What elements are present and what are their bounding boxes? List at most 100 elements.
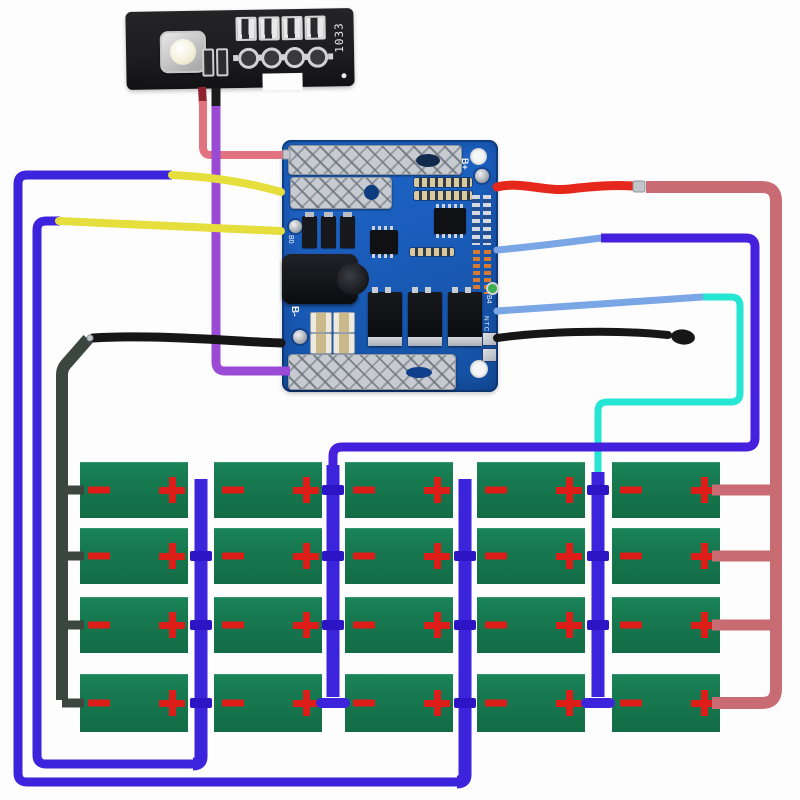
battery-cell [80, 462, 188, 518]
balance-pad-column [472, 195, 480, 245]
positive-terminal-marker [159, 477, 185, 503]
transistor [321, 212, 336, 248]
negative-terminal-marker [620, 699, 642, 707]
screw [293, 330, 307, 344]
positive-terminal-marker [293, 477, 319, 503]
battery-cell [477, 462, 585, 518]
positive-terminal-marker [293, 690, 319, 716]
resistor-footprint [281, 15, 303, 41]
capacitor [310, 333, 332, 354]
mosfet [408, 287, 442, 346]
negative-terminal-marker [485, 621, 507, 629]
battery-cell [345, 528, 453, 584]
capacitor [310, 312, 332, 333]
positive-terminal-marker [293, 612, 319, 638]
positive-terminal-marker [159, 690, 185, 716]
nickel-strip-bottom [288, 354, 456, 390]
negative-terminal-marker [353, 552, 375, 560]
capacitor [333, 333, 355, 354]
resistor [201, 48, 215, 77]
battery-cell [612, 597, 720, 653]
battery-cell [214, 674, 322, 732]
negative-terminal-marker [353, 621, 375, 629]
negative-terminal-marker [353, 699, 375, 707]
battery-cell [214, 597, 322, 653]
negative-terminal-marker [485, 699, 507, 707]
b-minus-label: B- [289, 306, 300, 317]
board-notch [262, 72, 303, 91]
b-plus-label: B+ [460, 158, 470, 170]
fiducial-dot [341, 73, 347, 79]
led-footprint [306, 46, 329, 68]
positive-terminal-marker [159, 612, 185, 638]
mosfet [368, 287, 402, 346]
battery-cell [80, 674, 188, 732]
board-silkscreen-label: 1033 [332, 22, 347, 53]
battery-cell [477, 674, 585, 732]
mounting-hole [470, 360, 488, 378]
negative-terminal-marker [88, 699, 110, 707]
nickel-strip-second [290, 177, 392, 209]
soic14-ic [434, 204, 466, 238]
resistor-row [414, 178, 472, 187]
balance-pad-column [483, 195, 491, 245]
negative-terminal-marker [620, 552, 642, 560]
power-button [159, 30, 207, 74]
screw [289, 220, 302, 233]
battery-cell [214, 462, 322, 518]
battery-cell [80, 528, 188, 584]
ntc-label: NTC [482, 316, 490, 333]
mounting-hole [470, 148, 487, 165]
positive-terminal-marker [691, 543, 717, 569]
transistor [340, 212, 355, 248]
ntc-pad [482, 332, 497, 346]
resistor-row [410, 248, 454, 256]
strip-hole [406, 367, 432, 378]
positive-terminal-marker [556, 543, 582, 569]
positive-terminal-marker [159, 543, 185, 569]
strip-hole [364, 185, 379, 200]
negative-terminal-marker [222, 621, 244, 629]
b4-label: B4 [485, 295, 492, 304]
negative-terminal-marker [485, 552, 507, 560]
b0-label: B0 [287, 235, 294, 244]
positive-terminal-marker [691, 612, 717, 638]
indicator-board: 1033 [125, 8, 355, 91]
positive-terminal-marker [556, 612, 582, 638]
negative-terminal-marker [88, 552, 110, 560]
battery-cell [80, 597, 188, 653]
transistor [302, 212, 317, 248]
negative-terminal-marker [222, 552, 244, 560]
solder-pad [475, 169, 489, 183]
negative-terminal-marker [353, 486, 375, 494]
battery-cell [477, 597, 585, 653]
negative-terminal-marker [222, 486, 244, 494]
resistor-footprint [304, 15, 326, 40]
positive-terminal-marker [424, 543, 450, 569]
resistor-footprint [258, 16, 280, 41]
battery-cell [477, 528, 585, 584]
bms-board: B+ B0 B- B4 NTC [282, 140, 499, 392]
battery-cell [612, 462, 720, 518]
resistor-row [414, 191, 472, 200]
negative-terminal-marker [222, 699, 244, 707]
battery-cell [214, 528, 322, 584]
battery-cell [345, 462, 453, 518]
positive-terminal-marker [691, 477, 717, 503]
battery-cell [345, 597, 453, 653]
positive-terminal-marker [424, 612, 450, 638]
positive-terminal-marker [293, 543, 319, 569]
resistor [215, 48, 229, 77]
resistor-footprint [235, 16, 257, 42]
positive-terminal-marker [556, 477, 582, 503]
positive-terminal-marker [424, 477, 450, 503]
battery-cell [612, 674, 720, 732]
positive-terminal-marker [556, 690, 582, 716]
negative-terminal-marker [620, 486, 642, 494]
status-led [486, 282, 499, 295]
battery-cell [612, 528, 720, 584]
negative-terminal-marker [88, 486, 110, 494]
positive-terminal-marker [424, 690, 450, 716]
